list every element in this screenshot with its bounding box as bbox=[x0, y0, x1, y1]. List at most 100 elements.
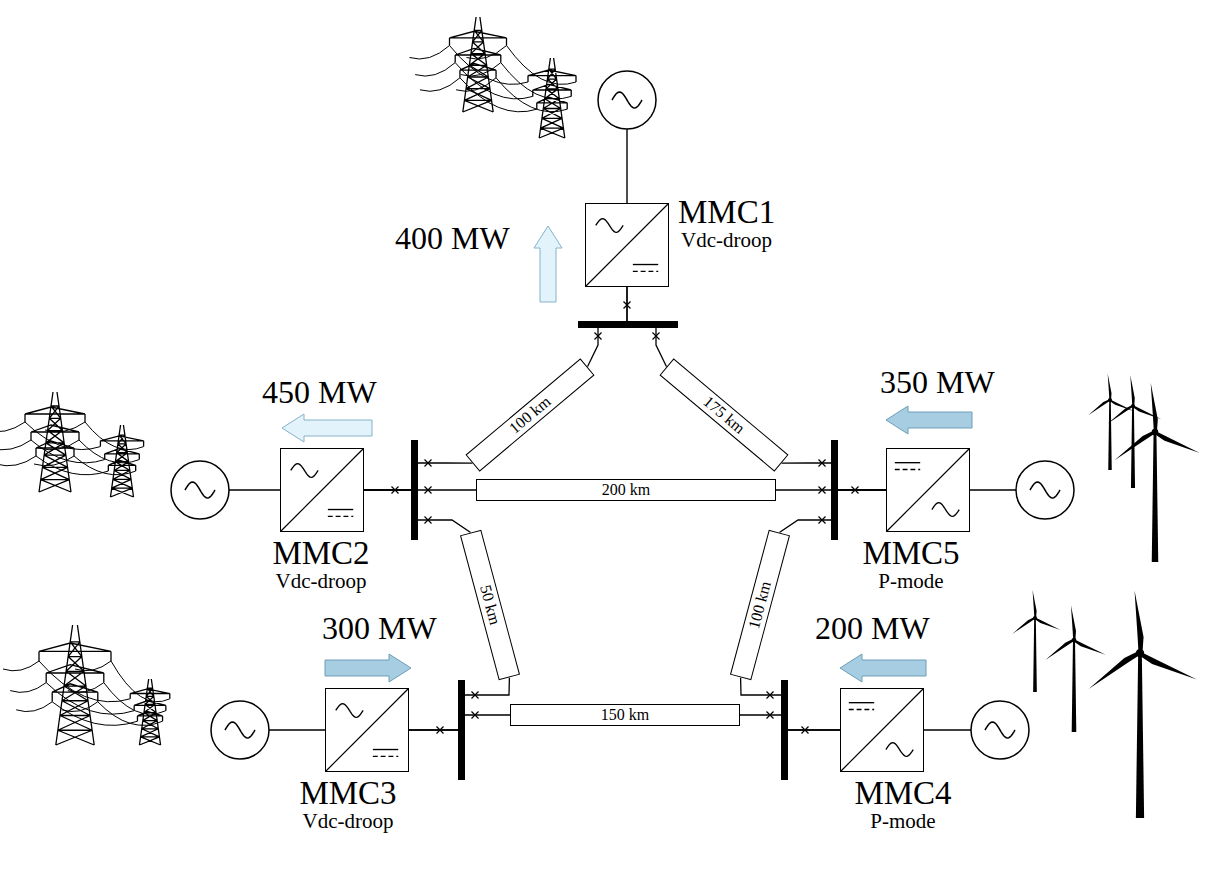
power-line bbox=[0, 422, 85, 466]
breaker-mark bbox=[767, 712, 774, 719]
control-mode: P-mode bbox=[854, 811, 951, 832]
ac-source bbox=[1016, 461, 1074, 519]
wind-turbine bbox=[1089, 591, 1197, 818]
power-line bbox=[3, 661, 111, 712]
converter-name: MMC3 bbox=[299, 777, 396, 810]
converter-box: MMC2Vdc-droop bbox=[280, 448, 364, 532]
breaker-mark bbox=[425, 517, 432, 524]
power-line bbox=[410, 46, 507, 92]
converter-label: MMC2Vdc-droop bbox=[272, 537, 369, 592]
sine-symbol bbox=[1030, 482, 1060, 498]
converter-symbol bbox=[887, 449, 969, 531]
cable-box: 100 km bbox=[730, 530, 790, 681]
converter-name: MMC4 bbox=[854, 777, 951, 810]
cable-box: 100 km bbox=[465, 358, 594, 471]
converter-box: MMC4P-mode bbox=[840, 688, 924, 772]
wind-turbine bbox=[1045, 605, 1105, 732]
ac-source bbox=[211, 701, 269, 759]
illustration bbox=[0, 17, 1200, 818]
breaker-mark bbox=[852, 487, 859, 494]
converter-box: MMC1Vdc-droop bbox=[585, 203, 669, 287]
breaker-mark bbox=[425, 460, 432, 467]
control-mode: Vdc-droop bbox=[678, 230, 775, 251]
ac-source bbox=[598, 71, 656, 129]
converter-label: MMC4P-mode bbox=[854, 777, 951, 832]
converter-symbol bbox=[841, 689, 923, 771]
ac-link bbox=[970, 489, 1016, 490]
connector-layer bbox=[364, 287, 886, 730]
bus-layer bbox=[392, 302, 859, 781]
converter-symbol bbox=[281, 449, 363, 531]
power-value: 450 MW bbox=[262, 376, 377, 408]
converter-box: MMC3Vdc-droop bbox=[325, 688, 409, 772]
converter-symbol bbox=[326, 689, 408, 771]
cable-length: 100 km bbox=[746, 580, 774, 631]
dc-link-wire bbox=[741, 677, 840, 730]
power-flow-arrow bbox=[325, 654, 411, 682]
converter-name: MMC2 bbox=[272, 537, 369, 570]
dc-bus bbox=[578, 321, 678, 328]
breaker-mark bbox=[437, 727, 444, 734]
cable-box: 200 km bbox=[476, 479, 776, 501]
cable-length: 150 km bbox=[601, 707, 649, 723]
dc-bus bbox=[458, 680, 465, 780]
cable-length: 100 km bbox=[506, 393, 553, 436]
breaker-mark bbox=[425, 487, 432, 494]
cable-box: 150 km bbox=[510, 704, 740, 726]
cable-box: 50 km bbox=[460, 530, 520, 681]
power-flow-arrow bbox=[534, 226, 562, 302]
control-mode: Vdc-droop bbox=[299, 811, 396, 832]
power-line bbox=[39, 661, 170, 725]
converter-box: MMC5P-mode bbox=[886, 448, 970, 532]
breaker-mark bbox=[624, 302, 631, 309]
power-value: 400 MW bbox=[395, 222, 510, 254]
breaker-mark bbox=[392, 487, 399, 494]
converter-label: MMC5P-mode bbox=[862, 537, 959, 592]
power-value: 200 MW bbox=[815, 612, 930, 644]
breaker-mark bbox=[767, 692, 774, 699]
breaker-mark bbox=[472, 712, 479, 719]
sine-symbol bbox=[985, 722, 1015, 738]
converter-label: MMC1Vdc-droop bbox=[678, 196, 775, 251]
dc-bus bbox=[411, 440, 418, 540]
power-line bbox=[450, 46, 577, 112]
ac-link bbox=[626, 129, 627, 203]
sine-symbol bbox=[185, 482, 215, 498]
power-flow-arrow bbox=[282, 414, 372, 442]
ac-source bbox=[171, 461, 229, 519]
power-value: 300 MW bbox=[322, 612, 437, 644]
power-flow-arrow bbox=[840, 654, 926, 682]
dc-link-wire bbox=[364, 463, 473, 490]
dc-bus bbox=[831, 440, 838, 540]
breaker-mark bbox=[802, 727, 809, 734]
converter-name: MMC1 bbox=[678, 196, 775, 229]
ac-link bbox=[269, 729, 325, 730]
breaker-mark bbox=[819, 460, 826, 467]
wind-turbine bbox=[1088, 374, 1134, 470]
sine-symbol bbox=[225, 722, 255, 738]
breaker-mark bbox=[819, 487, 826, 494]
cable-box: 175 km bbox=[659, 358, 788, 471]
control-mode: Vdc-droop bbox=[272, 571, 369, 592]
sine-symbol bbox=[612, 92, 642, 108]
ac-source bbox=[971, 701, 1029, 759]
pylon-symbol bbox=[100, 425, 143, 497]
converter-symbol bbox=[586, 204, 668, 286]
ac-link bbox=[229, 489, 280, 490]
dc-bus bbox=[781, 680, 788, 780]
cable-length: 175 km bbox=[700, 393, 747, 436]
control-mode: P-mode bbox=[862, 571, 959, 592]
ac-link bbox=[924, 729, 971, 730]
breaker-mark bbox=[472, 692, 479, 699]
cable-length: 50 km bbox=[477, 583, 503, 626]
wind-turbine bbox=[1115, 383, 1200, 562]
breaker-mark bbox=[819, 517, 826, 524]
converter-label: MMC3Vdc-droop bbox=[299, 777, 396, 832]
power-line bbox=[25, 422, 144, 475]
breaker-mark bbox=[595, 333, 602, 340]
cable-length: 200 km bbox=[602, 482, 650, 498]
wind-turbine bbox=[1012, 590, 1061, 692]
